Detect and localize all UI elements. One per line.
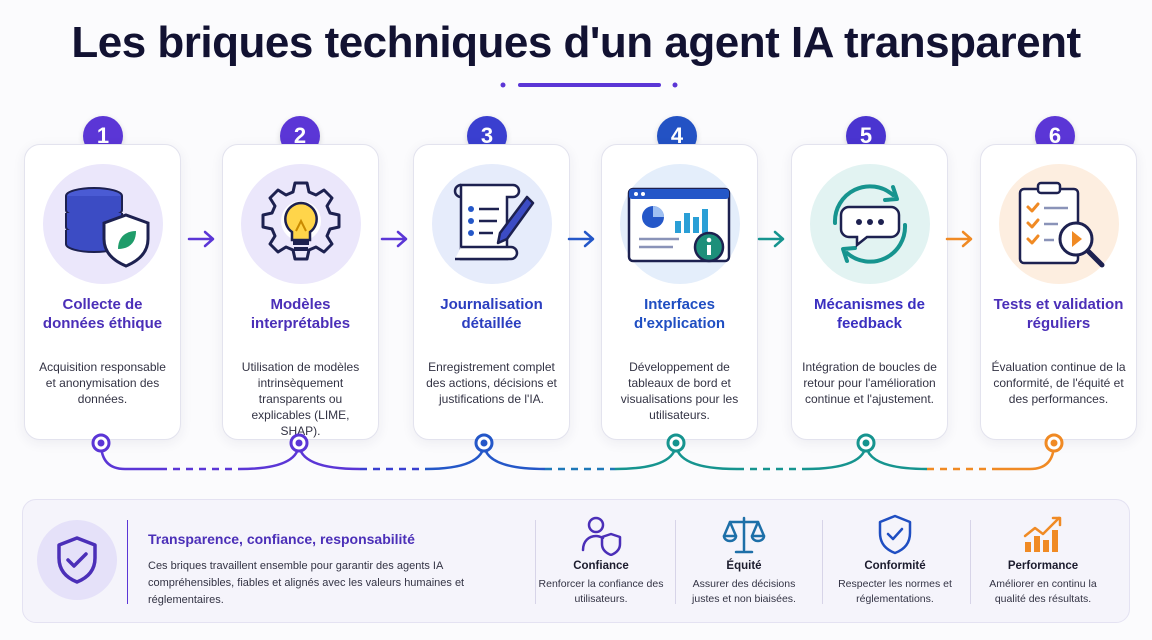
step-card-interpretable-models: Modèles interprétables Utilisation de mo… <box>222 144 379 440</box>
pillar-title: Confiance <box>573 560 629 572</box>
checklist-magnifier-icon <box>998 163 1120 285</box>
pillar-trust: Confiance Renforcer la confiance des uti… <box>536 512 666 607</box>
divider <box>535 520 536 604</box>
shield-check-icon <box>878 514 912 555</box>
pillar-performance: Performance Améliorer en continu la qual… <box>978 512 1108 607</box>
pillar-description: Assurer des décisions justes et non biai… <box>692 578 796 605</box>
step-description: Enregistrement complet des actions, déci… <box>426 360 557 406</box>
arrow-right-icon <box>187 230 215 248</box>
steps-flow: 1 Collecte de données éthique Acquisitio… <box>24 116 1137 440</box>
step-title: Tests et validation réguliers <box>993 296 1124 332</box>
lightbulb-gear-icon <box>240 163 362 285</box>
page-title: Les briques techniques d'un agent IA tra… <box>71 18 1081 67</box>
step-card-feedback: Mécanismes de feedback Intégration de bo… <box>791 144 948 440</box>
step-title: Mécanismes de feedback <box>814 296 925 332</box>
step-title: Interfaces d'explication <box>633 296 726 332</box>
pillar-title: Performance <box>1007 560 1079 572</box>
step-description: Évaluation continue de la conformité, de… <box>991 360 1126 406</box>
pillar-compliance: Conformité Respecter les normes et régle… <box>830 512 960 607</box>
divider <box>970 520 971 604</box>
summary-text: Ces briques travaillent ensemble pour ga… <box>148 560 465 606</box>
scales-icon <box>722 516 766 554</box>
step-title: Journalisation détaillée <box>440 296 543 332</box>
user-shield-icon <box>581 516 622 556</box>
step-description: Développement de tableaux de bord et vis… <box>620 360 739 422</box>
divider <box>822 520 823 604</box>
step-description: Intégration de boucles de retour pour l'… <box>802 360 937 406</box>
title-underline <box>500 82 678 88</box>
scroll-pen-icon <box>431 163 553 285</box>
step-card-testing: Tests et validation réguliers Évaluation… <box>980 144 1137 440</box>
pillar-description: Améliorer en continu la qualité des résu… <box>989 578 1097 605</box>
shield-check-icon <box>37 520 117 600</box>
summary-title: Transparence, confiance, responsabilité <box>148 531 415 547</box>
step-card-explanation-interfaces: Interfaces d'explication Développement d… <box>601 144 758 440</box>
divider <box>675 520 676 604</box>
step-description: Utilisation de modèles intrinsèquement t… <box>241 360 360 438</box>
chat-feedback-loop-icon <box>809 163 931 285</box>
timeline-connector <box>91 433 1064 471</box>
arrow-right-icon <box>757 230 785 248</box>
summary-panel: Transparence, confiance, responsabilité … <box>22 499 1130 623</box>
pillar-equity: Équité Assurer des décisions justes et n… <box>679 512 809 607</box>
pillar-description: Respecter les normes et réglementations. <box>838 578 952 605</box>
arrow-right-icon <box>380 230 408 248</box>
pillar-title: Conformité <box>864 560 926 572</box>
pillar-description: Renforcer la confiance des utilisateurs. <box>538 578 664 605</box>
growth-chart-icon <box>1023 516 1062 552</box>
divider <box>127 520 128 604</box>
dashboard-info-icon <box>619 163 741 285</box>
database-shield-icon <box>42 163 164 285</box>
arrow-right-icon <box>945 230 973 248</box>
step-title: Modèles interprétables <box>250 296 351 332</box>
arrow-right-icon <box>567 230 595 248</box>
pillar-title: Équité <box>726 560 762 572</box>
step-title: Collecte de données éthique <box>42 296 163 332</box>
step-card-logging: Journalisation détaillée Enregistrement … <box>413 144 570 440</box>
step-description: Acquisition responsable et anonymisation… <box>39 360 166 406</box>
step-card-data-collection: Collecte de données éthique Acquisition … <box>24 144 181 440</box>
